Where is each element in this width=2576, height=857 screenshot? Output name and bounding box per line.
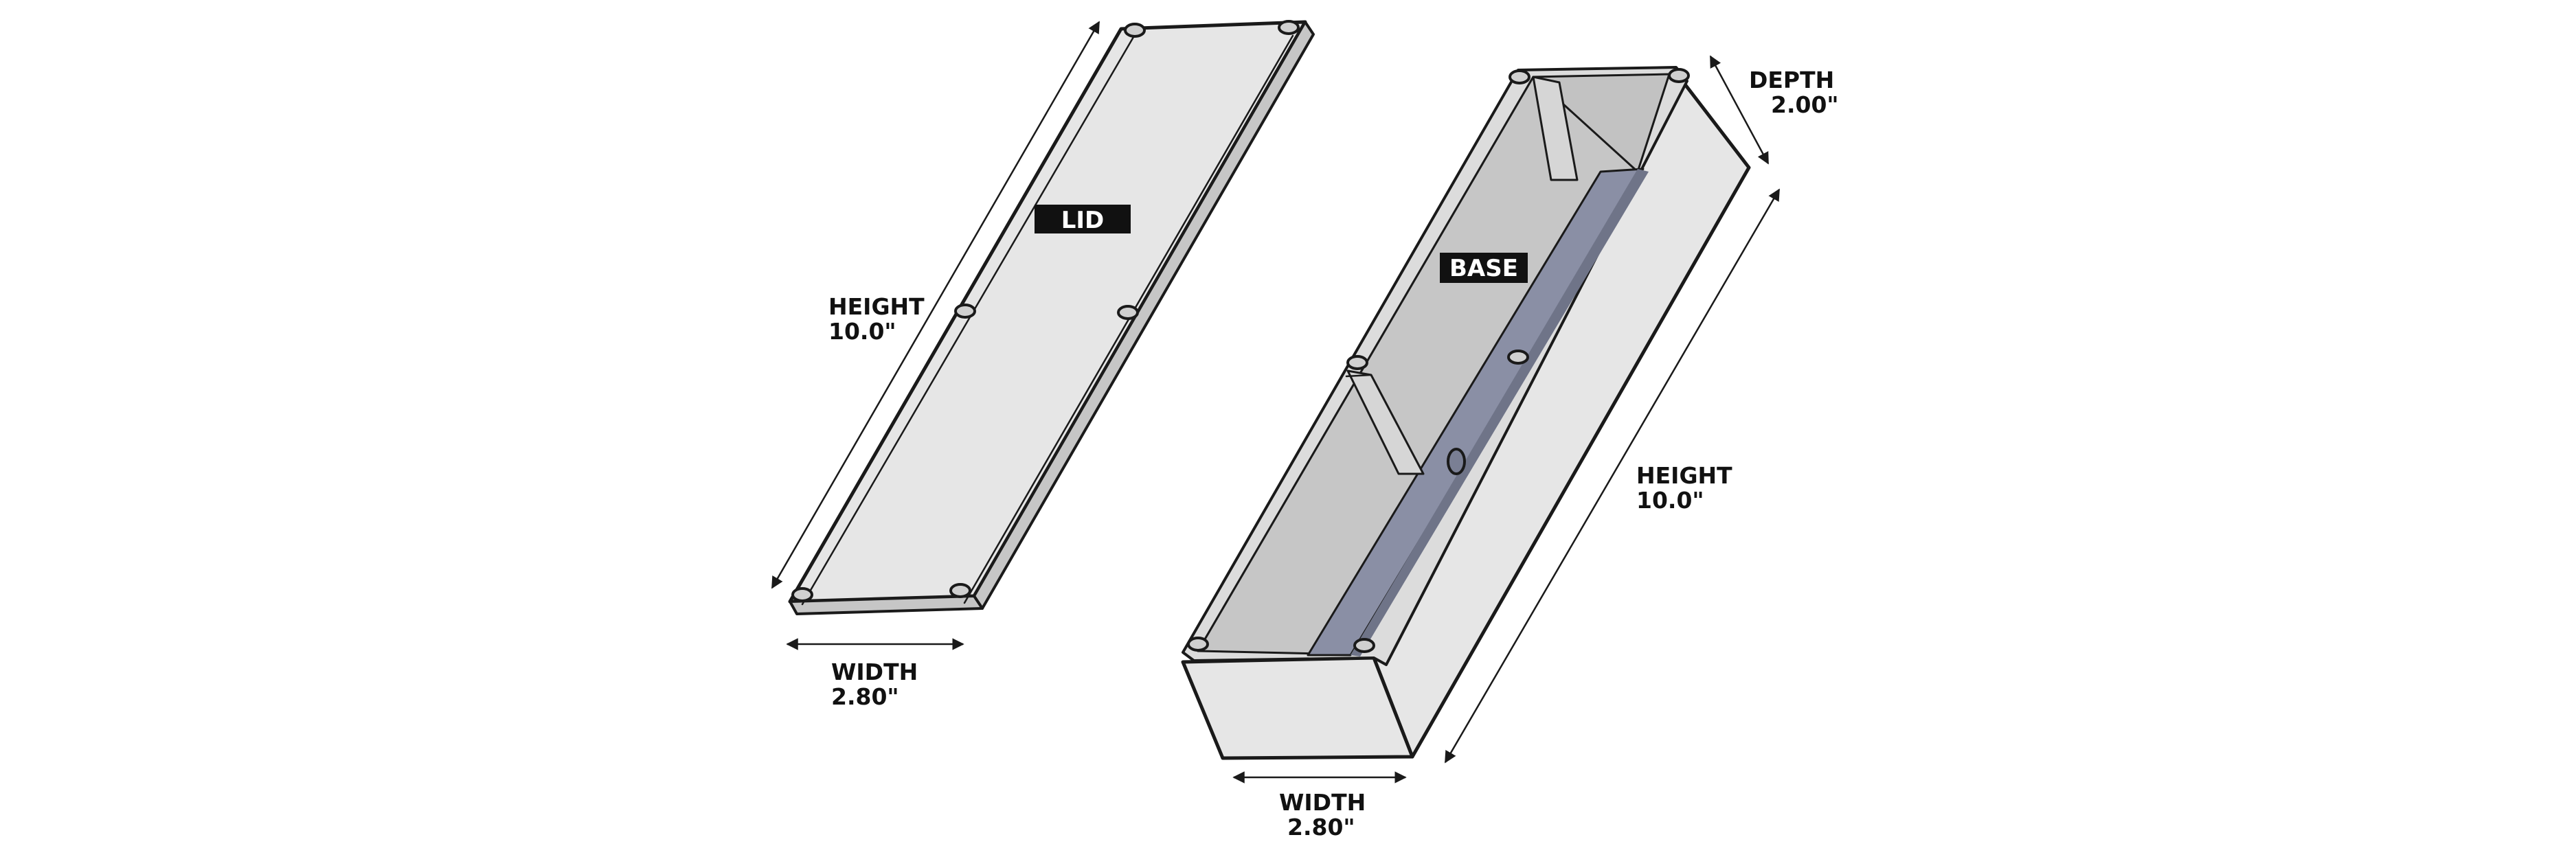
base-height-dimension-line — [1444, 188, 1781, 764]
base-depth-label: DEPTH — [1749, 67, 1834, 93]
base-width-value: 2.80" — [1287, 814, 1355, 841]
base-height-value: 10.0" — [1636, 487, 1704, 514]
lid-bottom-edge — [789, 595, 984, 615]
base-height-label: HEIGHT — [1636, 462, 1732, 489]
base-width-label: WIDTH — [1279, 789, 1366, 816]
base-rib-back — [1532, 76, 1579, 181]
lid-tag-label: LID — [1061, 207, 1105, 234]
base-depth-value: 2.00" — [1771, 91, 1839, 118]
base-rib-middle — [1346, 369, 1425, 475]
lid-height-dimension-line — [771, 21, 1100, 589]
lid-height-label: HEIGHT — [828, 293, 925, 320]
base-front-wall — [1181, 656, 1414, 760]
lid-height-value: 10.0" — [828, 318, 896, 345]
base-part: BASE DEPTH 2.00" HEIGHT 10.0" WIDTH 2.80… — [1181, 55, 1839, 841]
lid-width-label: WIDTH — [831, 659, 918, 685]
lid-tag: LID — [1035, 205, 1131, 234]
lid-width-value: 2.80" — [831, 683, 899, 710]
base-tag: BASE — [1440, 253, 1528, 283]
lid-part: LID HEIGHT 10.0" WIDTH 2.80" — [771, 20, 1315, 710]
base-tag-label: BASE — [1449, 255, 1518, 282]
base-depth-dimension-line — [1709, 55, 1770, 165]
